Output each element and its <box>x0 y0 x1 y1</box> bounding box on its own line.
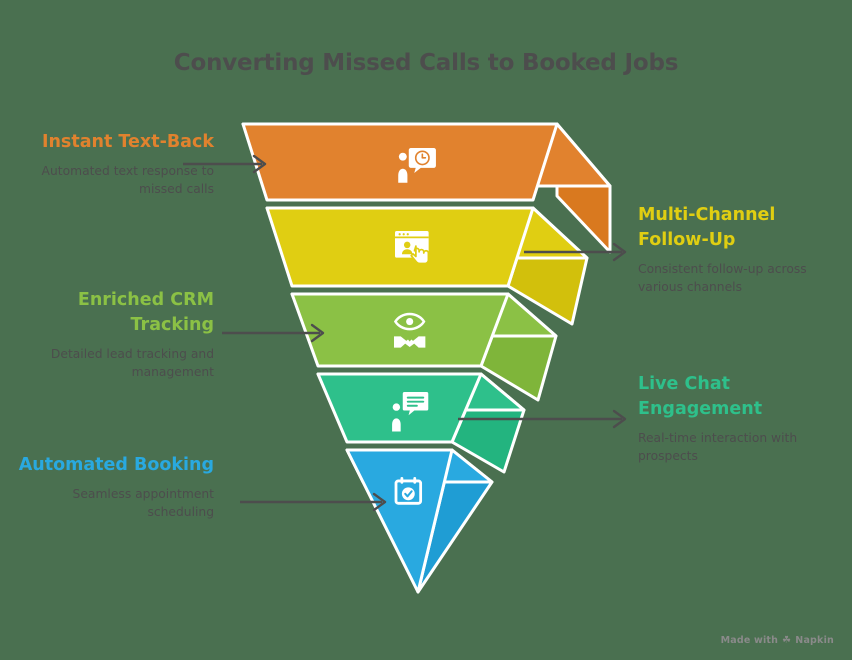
stage-label-description: Automated text response to missed calls <box>41 163 214 196</box>
stage-label-description: Seamless appointment scheduling <box>72 486 214 519</box>
stage-label-automated-booking: Automated Booking Seamless appointment s… <box>14 453 214 521</box>
stage-label-heading: Enriched CRM Tracking <box>77 290 214 335</box>
stage-label-heading: Automated Booking <box>18 455 214 475</box>
funnel-stage-5-front-face <box>345 448 454 594</box>
person-chat-message-icon <box>392 392 429 432</box>
connector-arrow-stage-3 <box>222 323 325 343</box>
napkin-watermark: Made with ☘ Napkin <box>721 635 834 646</box>
watermark-brand-text: Napkin <box>795 635 834 646</box>
stage-label-enriched-crm-tracking: Enriched CRM Tracking Detailed lead trac… <box>14 288 214 381</box>
eye-handshake-icon <box>393 312 426 348</box>
funnel-stage-4[interactable] <box>316 372 627 474</box>
connector-arrow-stage-5 <box>240 492 387 512</box>
connector-arrow-stage-1 <box>183 154 267 174</box>
funnel-stage-5[interactable] <box>240 448 494 594</box>
stage-label-description: Consistent follow-up across various chan… <box>638 261 807 294</box>
funnel-stage-1[interactable] <box>183 122 612 254</box>
browser-window-contact-click-icon <box>395 231 430 265</box>
stage-label-multi-channel-follow-up: Multi-Channel Follow-Up Consistent follo… <box>638 203 834 296</box>
funnel-stage-3-front-face <box>290 292 510 368</box>
stage-label-heading: Live Chat Engagement <box>638 374 763 419</box>
funnel-stage-2[interactable] <box>265 206 627 326</box>
connector-arrow-stage-2 <box>524 242 627 262</box>
stage-label-heading: Instant Text-Back <box>41 132 214 152</box>
stage-label-description: Real-time interaction with prospects <box>638 430 798 463</box>
funnel-stage-1-front-face <box>241 122 559 202</box>
watermark-made-with-text: Made with <box>720 635 779 646</box>
connector-arrow-stage-4 <box>458 409 627 429</box>
person-speech-bubble-clock-icon <box>398 148 436 183</box>
page-title: Converting Missed Calls to Booked Jobs <box>173 50 679 76</box>
calendar-check-icon <box>394 477 423 505</box>
stage-label-live-chat-engagement: Live Chat Engagement Real-time interacti… <box>638 372 834 465</box>
funnel-stage-3[interactable] <box>222 292 558 402</box>
stage-label-heading: Multi-Channel Follow-Up <box>638 205 776 250</box>
stage-label-instant-text-back: Instant Text-Back Automated text respons… <box>14 130 214 198</box>
stage-label-description: Detailed lead tracking and management <box>50 346 214 379</box>
napkin-logo-icon: ☘ <box>782 634 792 646</box>
